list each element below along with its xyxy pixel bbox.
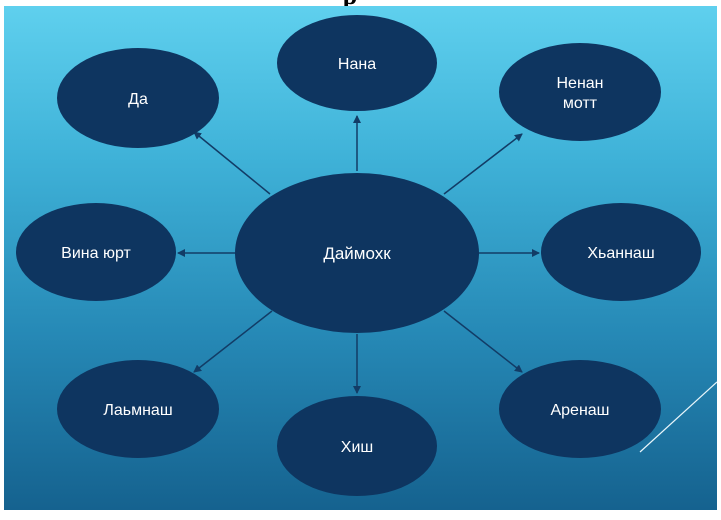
node-ellipse-hish: [277, 396, 437, 496]
node-vina-yurt[interactable]: Вина юрт: [16, 203, 176, 301]
node-nenan-mott[interactable]: Ненан мотт: [499, 43, 661, 141]
center-node-label: Даймохк: [323, 244, 391, 263]
node-nana[interactable]: Нана: [277, 15, 437, 111]
node-ellipse-vina-yurt: [16, 203, 176, 301]
node-hish[interactable]: Хиш: [277, 396, 437, 496]
node-label-lamnash: Лаьмнаш: [103, 402, 172, 419]
slide-heading-fragment: р: [250, 0, 450, 6]
node-ellipse-arenash: [499, 360, 661, 458]
decorative-line: [639, 381, 717, 453]
node-lamnash[interactable]: Лаьмнаш: [57, 360, 219, 458]
connector-arrow-nenan-mott: [443, 133, 523, 195]
connector-arrow-da: [193, 131, 271, 195]
node-hyannash[interactable]: Хьаннаш: [541, 203, 701, 301]
node-label-nana: Нана: [338, 56, 376, 73]
node-ellipse-hyannash: [541, 203, 701, 301]
node-label-nenan-mott-line-1: Ненан: [556, 75, 603, 92]
node-ellipse-nana: [277, 15, 437, 111]
node-ellipse-lamnash: [57, 360, 219, 458]
node-ellipse-nenan-mott: [499, 43, 661, 141]
node-label-vina-yurt: Вина юрт: [61, 245, 131, 262]
node-da[interactable]: Да: [57, 48, 219, 148]
center-node-ellipse: [235, 173, 479, 333]
heading-clip: р: [0, 0, 721, 6]
node-label-hish: Хиш: [341, 439, 373, 456]
node-label-da: Да: [128, 91, 148, 108]
center-node[interactable]: Даймохк: [235, 173, 479, 333]
node-label-nenan-mott-line-2: мотт: [563, 95, 598, 112]
node-arenash[interactable]: Аренаш: [499, 360, 661, 458]
connectors: [177, 115, 540, 394]
node-ellipse-da: [57, 48, 219, 148]
connector-arrow-lamnash: [193, 310, 273, 373]
connector-arrow-arenash: [443, 310, 523, 373]
node-label-arenash: Аренаш: [550, 402, 609, 419]
node-label-hyannash: Хьаннаш: [587, 245, 654, 262]
